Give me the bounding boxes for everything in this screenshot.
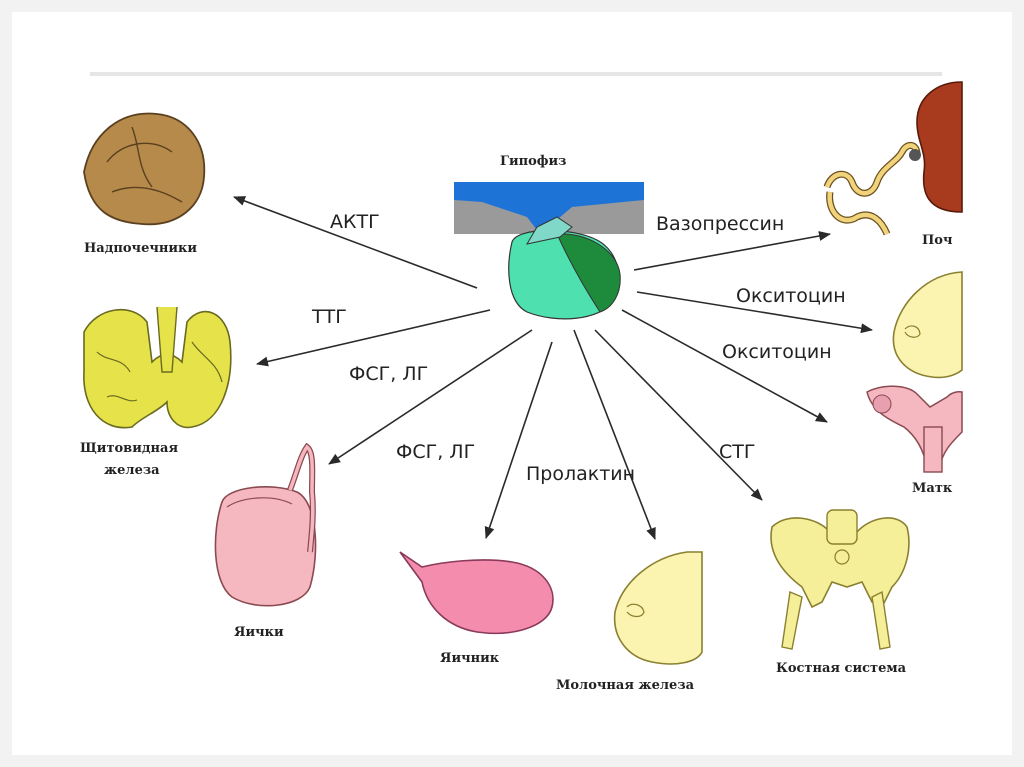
arrow-stg: [594, 329, 763, 501]
arrow-actg: [233, 196, 478, 289]
hormone-vasopressin: Вазопрессин: [656, 213, 784, 235]
uterus-illustration: [866, 385, 963, 473]
hormone-ttg: ТТГ: [311, 306, 347, 328]
adrenal-label: Надпочечники: [84, 241, 197, 256]
thyroid-illustration: [83, 306, 232, 429]
slide: Гипофиз Надпочечники Щитовидная железа Я…: [12, 12, 1012, 755]
kidney-illustration: [823, 81, 963, 236]
hormone-diagram: Гипофиз Надпочечники Щитовидная железа Я…: [80, 72, 963, 693]
kidney-label: Поч: [922, 233, 953, 248]
hormone-prolactin: Пролактин: [526, 463, 635, 485]
arrow-ttg: [256, 309, 491, 367]
pituitary-illustration: [454, 182, 644, 320]
testes-label: Яички: [234, 625, 284, 640]
hormone-stg: СТГ: [719, 441, 755, 463]
arrow-oxytocin-breast: [636, 291, 873, 334]
arrow-fsg-ovary: [484, 341, 553, 539]
thyroid-label-line2: железа: [104, 463, 160, 478]
hormone-actg: АКТГ: [330, 211, 380, 233]
thyroid-label-line1: Щитовидная: [80, 441, 178, 456]
testes-illustration: [214, 442, 317, 607]
breast-right-illustration: [892, 271, 963, 379]
arrows: [233, 196, 873, 540]
arrow-vasopressin: [633, 231, 831, 271]
pituitary-label: Гипофиз: [500, 154, 566, 169]
hormone-oxytocin-2: Окситоцин: [722, 341, 832, 363]
bones-label: Костная система: [776, 661, 907, 676]
bones-illustration: [770, 509, 910, 650]
hormone-oxytocin-1: Окситоцин: [736, 285, 846, 307]
breast-label: Молочная железа: [556, 678, 695, 693]
hormone-fsg-lg-1: ФСГ, ЛГ: [349, 363, 428, 385]
arrow-oxytocin-uterus: [621, 309, 828, 423]
arrow-prolactin: [573, 329, 656, 540]
hormone-fsg-lg-2: ФСГ, ЛГ: [396, 441, 475, 463]
ovary-label: Яичник: [440, 651, 500, 666]
arrow-fsg-testes: [328, 329, 533, 465]
uterus-label: Матк: [912, 481, 953, 496]
breast-illustration: [613, 551, 703, 665]
adrenal-illustration: [83, 112, 206, 226]
ovary-illustration: [399, 551, 554, 635]
